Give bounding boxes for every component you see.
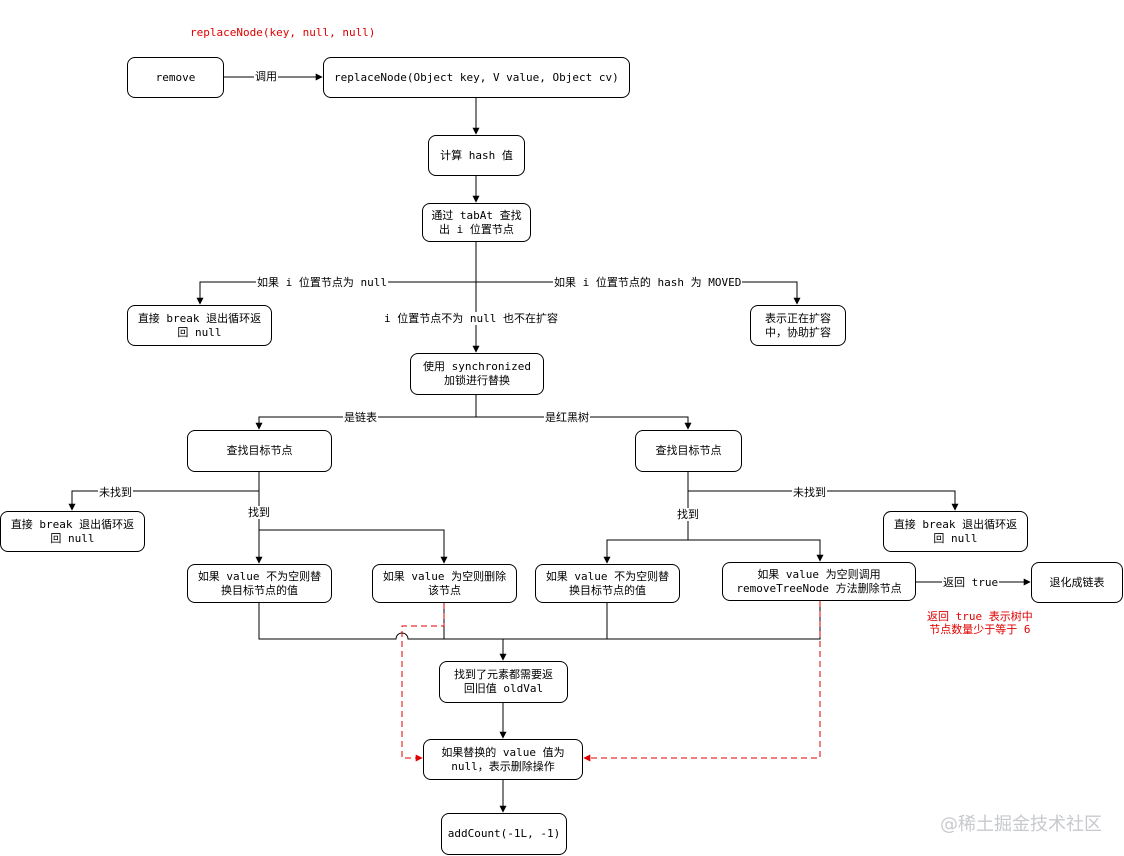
- delete-node-list-node: 如果 value 为空则删除 该节点: [372, 564, 517, 603]
- dashed-delete-list: [401, 603, 445, 762]
- return-old-value-node: 找到了元素都需要返 回旧值 oldVal: [439, 661, 568, 703]
- add-count-node: addCount(-1L, -1): [441, 813, 567, 855]
- edge-merge-line: [258, 601, 821, 640]
- edge-tree-delete: [688, 539, 824, 562]
- replace-node-method: replaceNode(Object key, V value, Object …: [323, 57, 630, 98]
- header-note: replaceNode(key, null, null): [190, 26, 376, 39]
- edge-list-notfound: [68, 472, 260, 511]
- label-not-found-left: 未找到: [98, 486, 133, 499]
- label-is-tree: 是红黑树: [544, 411, 590, 424]
- edge-tree-found: [603, 491, 689, 564]
- label-call: 调用: [254, 70, 278, 83]
- null-delete-node: 如果替换的 value 值为 null，表示删除操作: [423, 739, 583, 780]
- remove-tree-node-node: 如果 value 为空则调用 removeTreeNode 方法删除节点: [722, 562, 916, 601]
- edge-list-delete: [259, 529, 448, 564]
- tabat-lookup-node: 通过 tabAt 查找 出 i 位置节点: [422, 203, 531, 242]
- watermark: @稀土掘金技术社区: [940, 814, 1102, 835]
- label-is-null: 如果 i 位置节点为 null: [256, 276, 388, 289]
- label-return-true: 返回 true: [942, 576, 1000, 589]
- replace-value-tree-node: 如果 value 不为空则替 换目标节点的值: [535, 564, 680, 603]
- find-target-tree-node: 查找目标节点: [635, 430, 742, 472]
- remove-node: remove: [127, 57, 224, 98]
- label-moved: 如果 i 位置节点的 hash 为 MOVED: [553, 276, 743, 289]
- red-note: 返回 true 表示树中 节点数量少于等于 6: [927, 610, 1033, 636]
- label-found-right: 找到: [676, 508, 700, 521]
- untreeify-node: 退化成链表: [1031, 562, 1123, 603]
- helping-resize-node: 表示正在扩容 中，协助扩容: [750, 305, 846, 346]
- label-found-left: 找到: [247, 506, 271, 519]
- compute-hash-node: 计算 hash 值: [428, 135, 525, 176]
- label-not-null: i 位置节点不为 null 也不在扩容: [383, 312, 559, 325]
- break-null-right-node: 直接 break 退出循环返 回 null: [883, 511, 1028, 552]
- replace-value-list-node: 如果 value 不为空则替 换目标节点的值: [187, 564, 332, 603]
- synchronized-node: 使用 synchronized 加锁进行替换: [410, 353, 544, 395]
- label-not-found-right: 未找到: [792, 486, 827, 499]
- break-null-top-node: 直接 break 退出循环返 回 null: [127, 305, 272, 346]
- dashed-delete-tree: [583, 601, 821, 762]
- label-is-list: 是链表: [343, 411, 378, 424]
- find-target-list-node: 查找目标节点: [187, 430, 332, 472]
- break-null-left-node: 直接 break 退出循环返 回 null: [0, 511, 145, 552]
